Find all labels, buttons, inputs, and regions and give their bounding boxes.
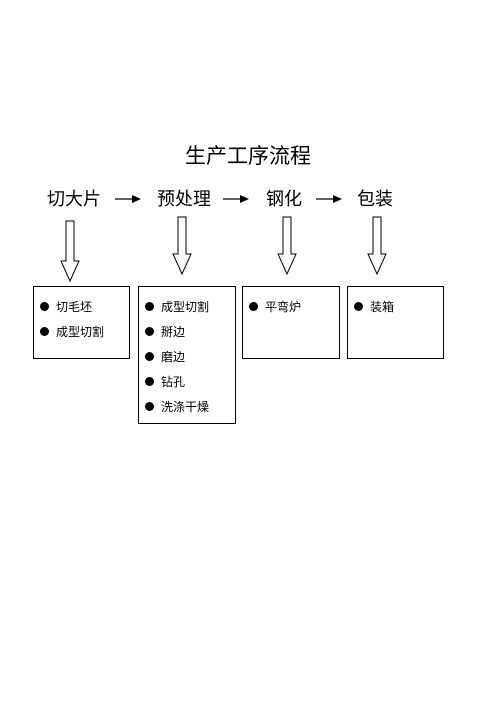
bullet-icon	[145, 327, 154, 336]
bullet-icon	[249, 302, 258, 311]
bullet-icon	[145, 402, 154, 411]
bullet-icon	[145, 302, 154, 311]
list-item: 磨边	[145, 344, 229, 369]
list-item: 平弯炉	[249, 294, 333, 319]
down-arrow-icon-1	[60, 220, 80, 283]
bullet-icon	[40, 302, 49, 311]
list-item: 成型切割	[145, 294, 229, 319]
diagram-title: 生产工序流程	[185, 144, 311, 168]
bullet-icon	[145, 352, 154, 361]
step-label-4: 包装	[357, 189, 393, 210]
down-arrow-icon-2	[172, 216, 192, 276]
list-item: 成型切割	[40, 319, 123, 344]
step-box-2: 成型切割 掰边 磨边 钻孔 洗涤干燥	[138, 286, 236, 424]
step-label-1: 切大片	[47, 189, 101, 210]
list-item: 洗涤干燥	[145, 394, 229, 419]
list-item: 装箱	[354, 294, 437, 319]
down-arrow-icon-3	[277, 216, 297, 276]
down-arrow-icon-4	[367, 216, 387, 276]
bullet-icon	[354, 302, 363, 311]
bullet-icon	[40, 327, 49, 336]
right-arrow-icon-3	[316, 195, 342, 203]
right-arrow-icon-2	[223, 195, 249, 203]
list-item: 钻孔	[145, 369, 229, 394]
step-label-3: 钢化	[266, 189, 302, 210]
step-label-2: 预处理	[157, 189, 211, 210]
step-box-1: 切毛坯 成型切割	[33, 286, 130, 359]
list-item: 切毛坯	[40, 294, 123, 319]
step-box-4: 装箱	[347, 286, 444, 359]
right-arrow-icon-1	[115, 195, 141, 203]
list-item: 掰边	[145, 319, 229, 344]
step-box-3: 平弯炉	[242, 286, 340, 359]
bullet-icon	[145, 377, 154, 386]
